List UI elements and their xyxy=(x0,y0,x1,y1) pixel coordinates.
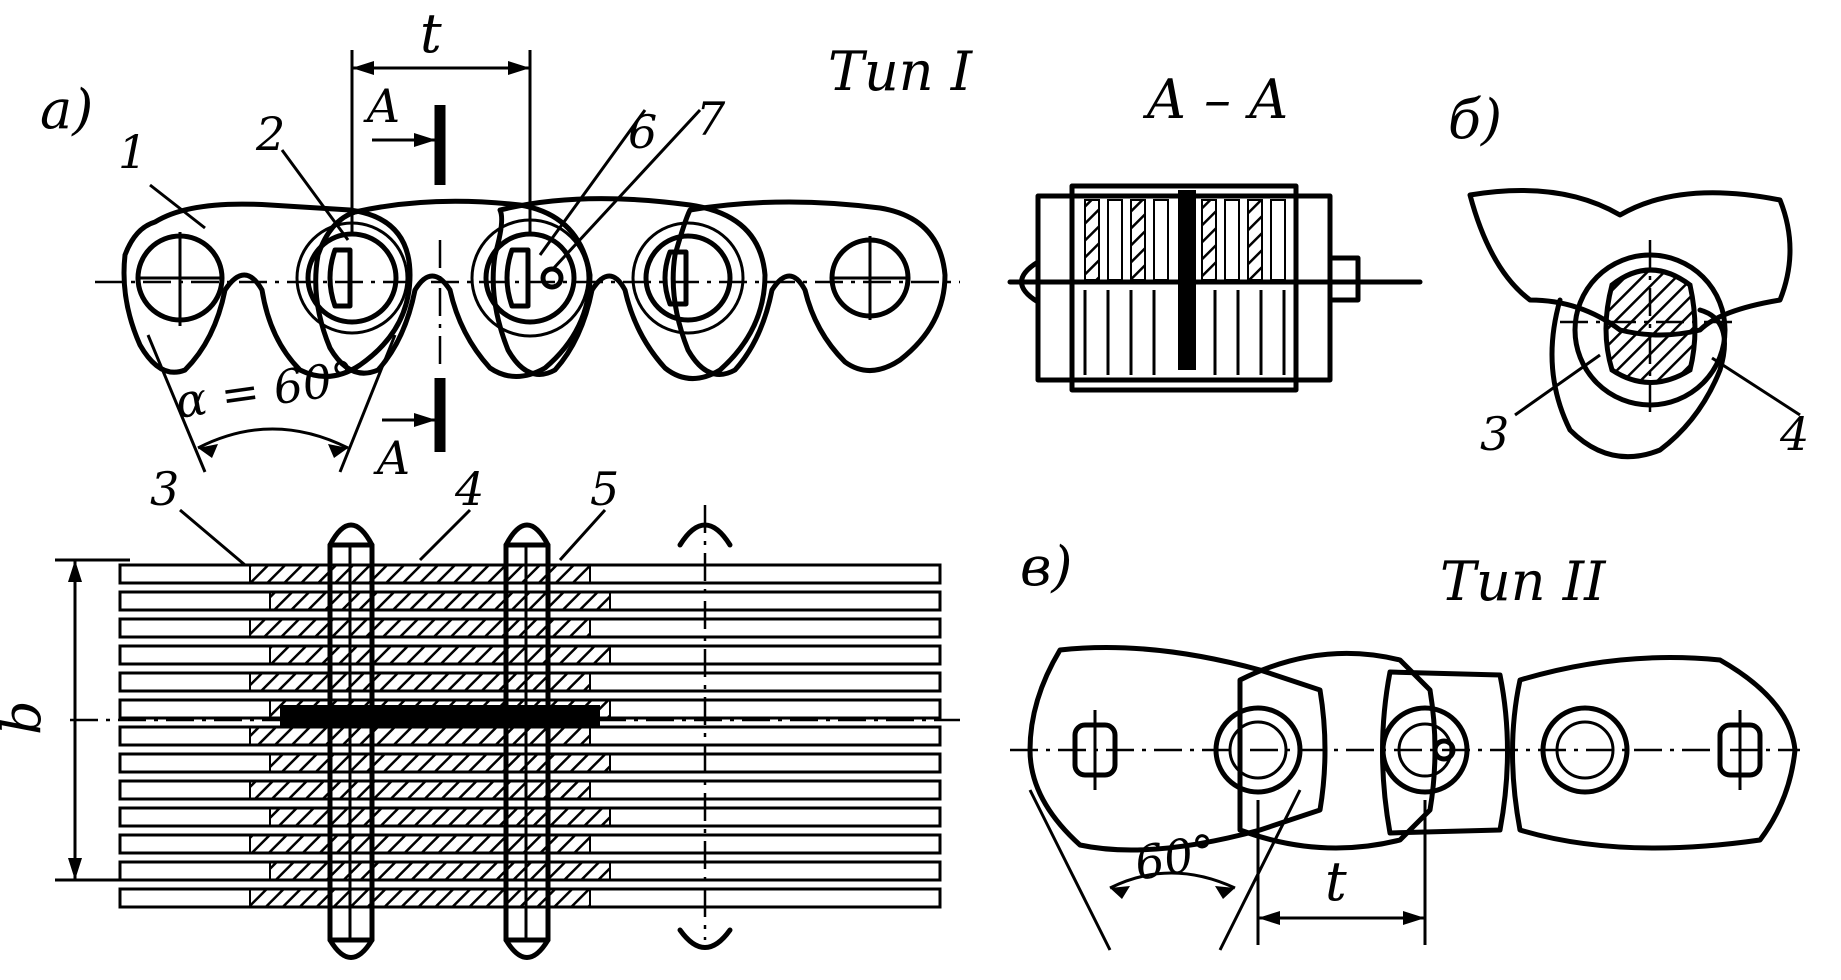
pin-head xyxy=(327,937,375,960)
angle-arc xyxy=(197,427,349,450)
pitch-label-v: t xyxy=(1325,850,1347,913)
view-label-v: в) xyxy=(1020,535,1073,598)
pin-washer xyxy=(1327,255,1361,303)
type2-side-view: в) Тип II 60° xyxy=(1010,535,1800,951)
pin-head xyxy=(503,937,551,960)
section-label-top: А xyxy=(363,79,401,133)
pin-head xyxy=(503,522,551,548)
joint-pin xyxy=(1717,710,1763,790)
joint-pin xyxy=(135,232,225,326)
plate-section xyxy=(249,780,591,800)
section-title: А – А xyxy=(1142,68,1289,131)
joint-detail-view: б) 3 4 xyxy=(1448,88,1809,461)
part-number-7: 7 xyxy=(696,92,726,146)
plate-stack xyxy=(118,563,942,909)
spring-element xyxy=(540,266,564,290)
part-number-1: 1 xyxy=(118,125,147,179)
width-label: b xyxy=(0,700,53,735)
plate-section xyxy=(249,726,591,746)
joint-pin xyxy=(1540,705,1630,795)
link-plate xyxy=(1380,669,1510,836)
pitch-label: t xyxy=(420,2,442,65)
plate-section xyxy=(249,888,591,908)
section-label-bottom: А xyxy=(373,431,411,485)
pin-head xyxy=(677,522,733,548)
link-plate xyxy=(1027,645,1328,853)
joint-pin xyxy=(829,236,911,320)
type-1-label: Тип I xyxy=(828,40,974,103)
part-number-3: 3 xyxy=(150,462,179,516)
pin-head xyxy=(327,522,375,548)
link-plate xyxy=(1510,655,1798,851)
plate-section xyxy=(269,807,611,827)
plate-section xyxy=(249,618,591,638)
angle-label: α = 60° xyxy=(172,350,358,429)
joint-pin xyxy=(1380,705,1470,795)
part-number-4-detail: 4 xyxy=(1779,407,1809,461)
plate-section xyxy=(269,645,611,665)
plate-section xyxy=(269,591,611,611)
pin-head xyxy=(1019,259,1041,305)
part-number-6: 6 xyxy=(628,105,657,159)
type-2-label: Тип II xyxy=(1440,550,1607,613)
pin-head xyxy=(677,927,733,950)
joint-pin xyxy=(470,218,590,338)
dimension-arrow xyxy=(352,61,530,75)
link-plate xyxy=(313,198,593,379)
plate-section xyxy=(249,564,591,584)
type1-plan-view: b 3 4 5 xyxy=(0,462,960,960)
joint-pin xyxy=(1072,710,1118,790)
plate-section xyxy=(269,753,611,773)
part-number-2: 2 xyxy=(255,107,285,161)
part-number-5: 5 xyxy=(590,462,619,516)
guide-plate xyxy=(280,705,600,727)
section-a-a: А – А xyxy=(1007,68,1423,393)
part-number-4: 4 xyxy=(454,462,484,516)
plate-section xyxy=(269,861,611,881)
plate-outline xyxy=(1467,188,1793,338)
joint-pin xyxy=(1213,705,1303,795)
angle-line xyxy=(146,334,207,473)
view-label-b: б) xyxy=(1448,88,1502,151)
angle-line xyxy=(338,334,397,473)
part-number-3-detail: 3 xyxy=(1480,407,1509,461)
angle-label-v: 60° xyxy=(1131,823,1221,890)
link-plate xyxy=(121,201,413,379)
plate-section xyxy=(249,834,591,854)
link-plate xyxy=(490,196,768,381)
type1-side-view: t А А α = 60° 1 2 6 7 а) Тип I xyxy=(40,2,974,485)
view-label-a: а) xyxy=(40,78,93,141)
lower-plates xyxy=(1083,290,1286,375)
joint-pin xyxy=(631,221,745,335)
plate-section xyxy=(249,672,591,692)
link-plate xyxy=(670,199,948,377)
